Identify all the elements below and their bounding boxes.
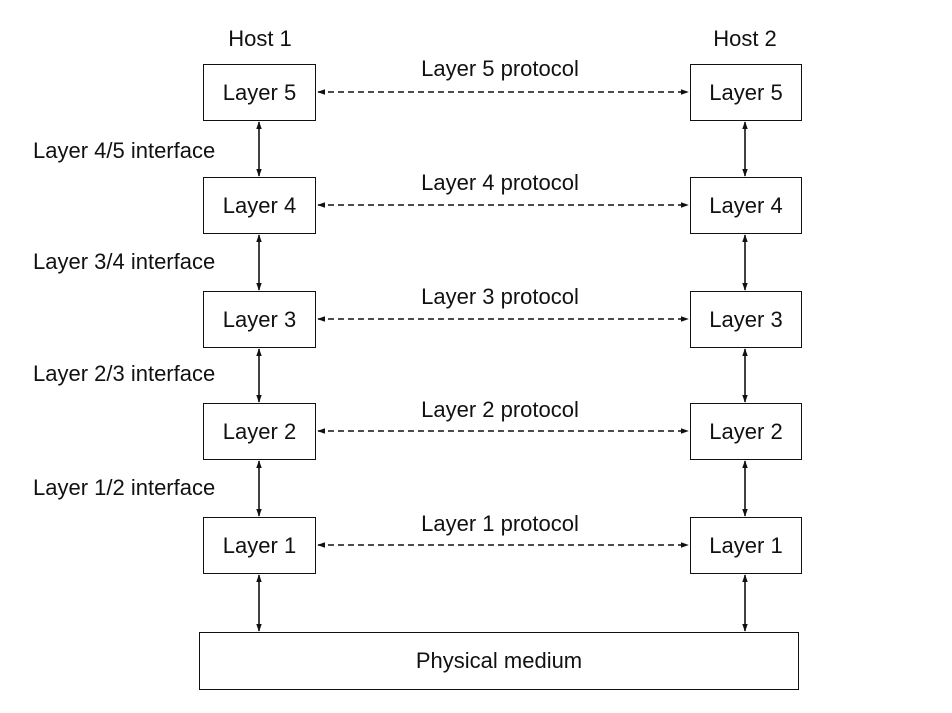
layer-4-protocol-label: Layer 4 protocol <box>421 170 579 195</box>
host-2-label: Host 2 <box>713 26 777 51</box>
host-2-layer-2-label: Layer 2 <box>709 418 783 444</box>
host-1-layer-5-box: Layer 5 <box>203 64 316 121</box>
host-2-layer-5-label: Layer 5 <box>709 79 783 105</box>
host-1-layer-4-box: Layer 4 <box>203 177 316 234</box>
host-1-layer-5-label: Layer 5 <box>222 79 297 105</box>
layer-2-3-interface-label: Layer 2/3 interface <box>33 361 216 386</box>
host-2-layer-4-label: Layer 4 <box>709 192 783 218</box>
host-1-layer-3-label: Layer 3 <box>222 306 297 332</box>
host-2-layer-3-label: Layer 3 <box>709 306 783 332</box>
host-1-layer-1-box: Layer 1 <box>203 517 316 574</box>
physical-medium-label: Physical medium <box>415 648 583 673</box>
host-1-layer-4-label: Layer 4 <box>222 192 297 218</box>
host-1-layer-3-box: Layer 3 <box>203 291 316 348</box>
layer-4-5-interface-label: Layer 4/5 interface <box>33 138 216 163</box>
host-1-layer-1-label: Layer 1 <box>222 532 297 558</box>
host-2-layer-2-box: Layer 2 <box>690 403 802 460</box>
layer-5-protocol-label: Layer 5 protocol <box>421 56 579 81</box>
layer-1-2-interface-label: Layer 1/2 interface <box>33 475 216 500</box>
host-1-label: Host 1 <box>228 26 292 51</box>
layer-3-protocol-label: Layer 3 protocol <box>421 284 579 309</box>
host-1-layer-2-label: Layer 2 <box>222 418 297 444</box>
host-2-layer-4-box: Layer 4 <box>690 177 802 234</box>
host-1-layer-2-box: Layer 2 <box>203 403 316 460</box>
host-2-layer-1-box: Layer 1 <box>690 517 802 574</box>
host-2-layer-1-label: Layer 1 <box>709 532 783 558</box>
physical-medium-box: Physical medium <box>199 632 799 690</box>
host-2-layer-3-box: Layer 3 <box>690 291 802 348</box>
layer-1-protocol-label: Layer 1 protocol <box>421 511 579 536</box>
layer-3-4-interface-label: Layer 3/4 interface <box>33 249 216 274</box>
host-2-layer-5-box: Layer 5 <box>690 64 802 121</box>
layer-2-protocol-label: Layer 2 protocol <box>421 397 579 422</box>
